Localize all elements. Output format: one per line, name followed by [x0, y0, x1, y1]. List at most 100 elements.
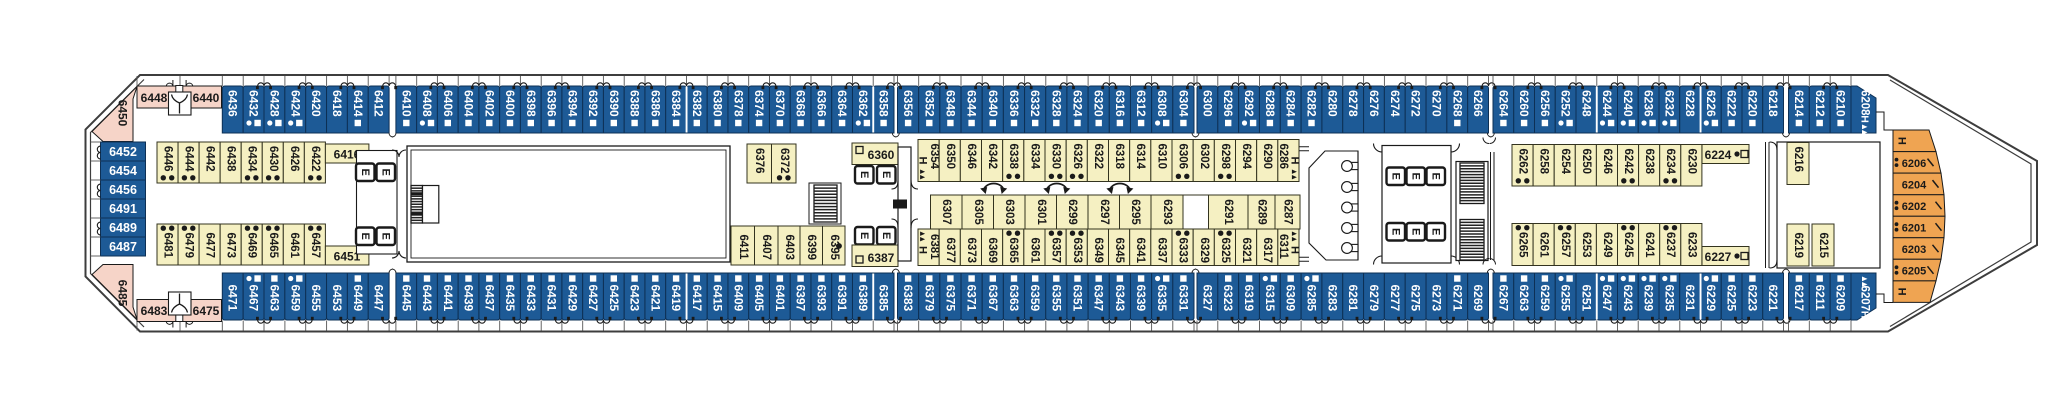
svg-text:6216: 6216 — [1792, 147, 1804, 173]
svg-text:6424: 6424 — [288, 90, 302, 117]
svg-text:6391: 6391 — [835, 285, 849, 312]
svg-text:6454: 6454 — [109, 164, 137, 178]
svg-text:6341: 6341 — [1134, 238, 1146, 264]
svg-text:6280: 6280 — [1325, 90, 1339, 117]
svg-text:6364: 6364 — [835, 90, 849, 117]
svg-text:6264: 6264 — [1496, 90, 1510, 117]
svg-text:6308: 6308 — [1155, 90, 1169, 117]
svg-text:6221: 6221 — [1766, 285, 1780, 312]
svg-text:6438: 6438 — [225, 146, 237, 172]
svg-text:6419: 6419 — [669, 285, 683, 312]
svg-text:H: H — [917, 246, 929, 254]
svg-text:6431: 6431 — [545, 285, 559, 312]
svg-text:6261: 6261 — [1538, 232, 1550, 258]
svg-text:E: E — [380, 233, 392, 240]
svg-text:6250: 6250 — [1580, 149, 1592, 175]
svg-text:6219: 6219 — [1792, 233, 1804, 259]
svg-text:6372: 6372 — [778, 148, 790, 174]
svg-text:6223: 6223 — [1745, 285, 1759, 312]
svg-text:6283: 6283 — [1325, 285, 1339, 312]
svg-text:6407: 6407 — [760, 235, 772, 261]
svg-text:6483: 6483 — [141, 304, 168, 318]
svg-text:6386: 6386 — [648, 90, 662, 117]
svg-text:6258: 6258 — [1538, 149, 1550, 175]
svg-text:6251: 6251 — [1579, 285, 1593, 312]
svg-text:6343: 6343 — [1113, 285, 1127, 312]
svg-text:6420: 6420 — [309, 90, 323, 117]
svg-text:6299: 6299 — [1066, 199, 1078, 225]
svg-text:6450: 6450 — [116, 100, 130, 127]
svg-text:6278: 6278 — [1346, 90, 1360, 117]
svg-text:6375: 6375 — [943, 285, 957, 312]
svg-text:6256: 6256 — [1538, 90, 1552, 117]
svg-text:6322: 6322 — [1092, 144, 1104, 170]
svg-text:6357: 6357 — [1050, 238, 1062, 264]
svg-text:6370: 6370 — [773, 90, 787, 117]
svg-text:6456: 6456 — [109, 183, 137, 197]
svg-text:6335: 6335 — [1155, 285, 1169, 312]
svg-text:6334: 6334 — [1028, 144, 1040, 170]
svg-text:6465: 6465 — [267, 233, 279, 259]
svg-text:6323: 6323 — [1221, 285, 1235, 312]
svg-text:6347: 6347 — [1092, 285, 1106, 312]
svg-text:6259: 6259 — [1538, 285, 1552, 312]
svg-text:6381: 6381 — [928, 234, 940, 260]
svg-text:6249: 6249 — [1601, 232, 1613, 258]
svg-text:6215: 6215 — [1817, 233, 1829, 259]
svg-text:6242: 6242 — [1622, 149, 1634, 175]
svg-text:6402: 6402 — [482, 90, 496, 117]
svg-text:6411: 6411 — [737, 235, 749, 261]
svg-text:6326: 6326 — [1071, 144, 1083, 170]
svg-text:6394: 6394 — [565, 90, 579, 117]
svg-text:6459: 6459 — [288, 285, 302, 312]
svg-text:6477: 6477 — [204, 233, 216, 259]
svg-text:6247: 6247 — [1600, 285, 1614, 312]
svg-text:6321: 6321 — [1240, 238, 1252, 264]
svg-text:6346: 6346 — [965, 144, 977, 170]
svg-text:6408: 6408 — [420, 90, 434, 117]
svg-text:E: E — [880, 171, 892, 178]
svg-text:6296: 6296 — [1221, 90, 1235, 117]
svg-text:6469: 6469 — [246, 233, 258, 259]
svg-text:6277: 6277 — [1388, 285, 1402, 312]
svg-text:6446: 6446 — [162, 146, 174, 172]
svg-text:6363: 6363 — [1007, 285, 1021, 312]
svg-text:6358: 6358 — [877, 90, 891, 117]
svg-text:6297: 6297 — [1098, 199, 1110, 225]
svg-text:6410: 6410 — [399, 90, 413, 117]
svg-text:6320: 6320 — [1092, 90, 1106, 117]
svg-text:E: E — [1390, 228, 1402, 235]
svg-text:E: E — [1430, 228, 1442, 235]
svg-text:6403: 6403 — [783, 235, 795, 261]
svg-text:6362: 6362 — [856, 90, 870, 117]
svg-text:6404: 6404 — [462, 90, 476, 117]
svg-text:6345: 6345 — [1113, 238, 1125, 264]
svg-text:6432: 6432 — [247, 90, 261, 117]
svg-text:6355: 6355 — [1049, 285, 1063, 312]
svg-text:6231: 6231 — [1683, 285, 1697, 312]
svg-text:6378: 6378 — [731, 90, 745, 117]
svg-text:6229: 6229 — [1704, 285, 1718, 312]
svg-text:6224: 6224 — [1705, 148, 1732, 162]
svg-text:6445: 6445 — [399, 285, 413, 312]
svg-text:6416: 6416 — [334, 148, 361, 162]
svg-text:6457: 6457 — [309, 233, 321, 259]
svg-text:6260: 6260 — [1517, 90, 1531, 117]
svg-text:6473: 6473 — [225, 233, 237, 259]
svg-text:6417: 6417 — [690, 285, 704, 312]
svg-text:6383: 6383 — [901, 285, 915, 312]
svg-text:6444: 6444 — [183, 146, 195, 172]
svg-text:6396: 6396 — [545, 90, 559, 117]
svg-text:6257: 6257 — [1559, 232, 1571, 258]
svg-text:6302: 6302 — [1198, 144, 1210, 170]
svg-text:6449: 6449 — [351, 285, 365, 312]
svg-text:6441: 6441 — [441, 285, 455, 312]
svg-text:6412: 6412 — [372, 90, 386, 117]
svg-text:6352: 6352 — [922, 90, 936, 117]
svg-text:6262: 6262 — [1517, 149, 1529, 175]
svg-text:6303: 6303 — [1003, 199, 1015, 225]
svg-text:H: H — [1896, 288, 1908, 296]
svg-text:6429: 6429 — [565, 285, 579, 312]
svg-text:6275: 6275 — [1409, 285, 1423, 312]
svg-text:6238: 6238 — [1643, 149, 1655, 175]
